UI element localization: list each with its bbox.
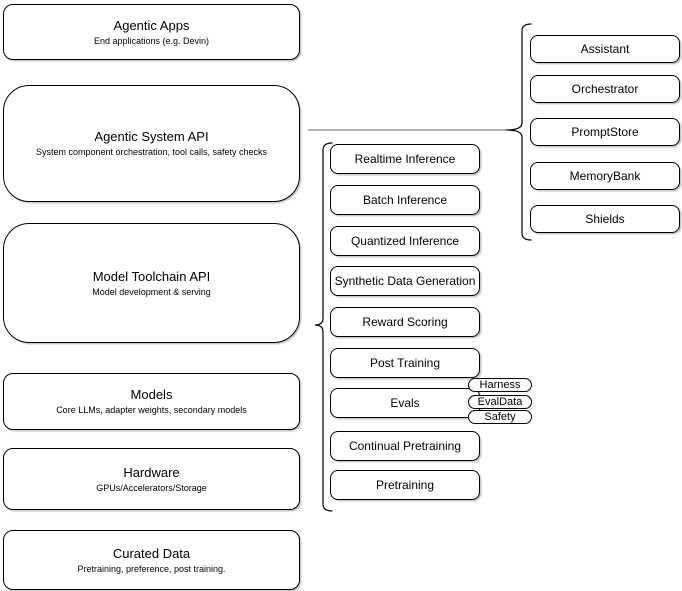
node-title: Curated Data [112, 545, 191, 561]
node-title: Models [130, 387, 173, 402]
node-label: Shields [585, 212, 625, 226]
node-subtitle: Pretraining, preference, post training. [77, 563, 226, 574]
node-label: Assistant [580, 42, 630, 56]
service-node-continual-pretraining: Continual Pretraining [330, 431, 480, 461]
service-node-quantized-inference: Quantized Inference [330, 226, 480, 256]
node-label: Reward Scoring [362, 315, 448, 329]
toolchain-services-brace [314, 142, 333, 512]
eval-badge-evaldata: EvalData [468, 395, 532, 409]
badge-label: Harness [479, 379, 521, 391]
service-node-batch-inference: Batch Inference [330, 185, 480, 215]
component-node-memorybank: MemoryBank [530, 162, 680, 190]
node-title: Model Toolchain API [92, 268, 211, 284]
curated-data-node: Curated Data Pretraining, preference, po… [3, 530, 300, 590]
node-label: Evals [390, 396, 420, 410]
node-label: Batch Inference [362, 193, 448, 207]
hardware-node: Hardware GPUs/Accelerators/Storage [3, 448, 300, 510]
service-node-realtime-inference: Realtime Inference [330, 144, 480, 174]
node-subtitle: Core LLMs, adapter weights, secondary mo… [56, 405, 247, 415]
service-node-post-training: Post Training [330, 348, 480, 378]
agentic-apps-node: Agentic Apps End applications (e.g. Devi… [3, 4, 300, 60]
node-subtitle: System component orchestration, tool cal… [35, 147, 268, 157]
service-node-reward-scoring: Reward Scoring [330, 307, 480, 337]
node-label: Continual Pretraining [348, 439, 462, 453]
node-label: Post Training [369, 356, 441, 370]
node-label: Quantized Inference [350, 234, 460, 248]
model-toolchain-api-node: Model Toolchain API Model development & … [3, 223, 300, 343]
service-node-synthetic-data-generation: Synthetic Data Generation [330, 266, 480, 296]
component-node-shields: Shields [530, 205, 680, 233]
component-node-promptstore: PromptStore [530, 118, 680, 146]
node-label: PromptStore [571, 125, 639, 139]
eval-badge-harness: Harness [468, 378, 532, 392]
node-subtitle: GPUs/Accelerators/Storage [96, 482, 207, 493]
component-node-orchestrator: Orchestrator [530, 75, 680, 103]
node-subtitle: End applications (e.g. Devin) [93, 35, 210, 46]
node-label: Orchestrator [571, 82, 639, 96]
node-title: Agentic System API [94, 129, 209, 144]
service-node-evals: Evals [330, 388, 480, 418]
node-title: Agentic Apps [113, 17, 190, 33]
component-node-assistant: Assistant [530, 35, 680, 63]
badge-label: EvalData [477, 396, 523, 408]
system-components-brace [505, 23, 532, 241]
agentic-system-api-node: Agentic System API System component orch… [3, 85, 300, 202]
service-node-pretraining: Pretraining [330, 470, 480, 500]
node-label: Realtime Inference [354, 152, 456, 166]
node-label: MemoryBank [569, 169, 641, 183]
node-subtitle: Model development & serving [92, 286, 211, 297]
node-label: Pretraining [375, 478, 435, 492]
models-node: Models Core LLMs, adapter weights, secon… [3, 373, 300, 430]
eval-badge-safety: Safety [468, 410, 532, 424]
node-label: Synthetic Data Generation [334, 274, 476, 288]
badge-label: Safety [484, 411, 516, 423]
node-title: Hardware [123, 464, 180, 480]
